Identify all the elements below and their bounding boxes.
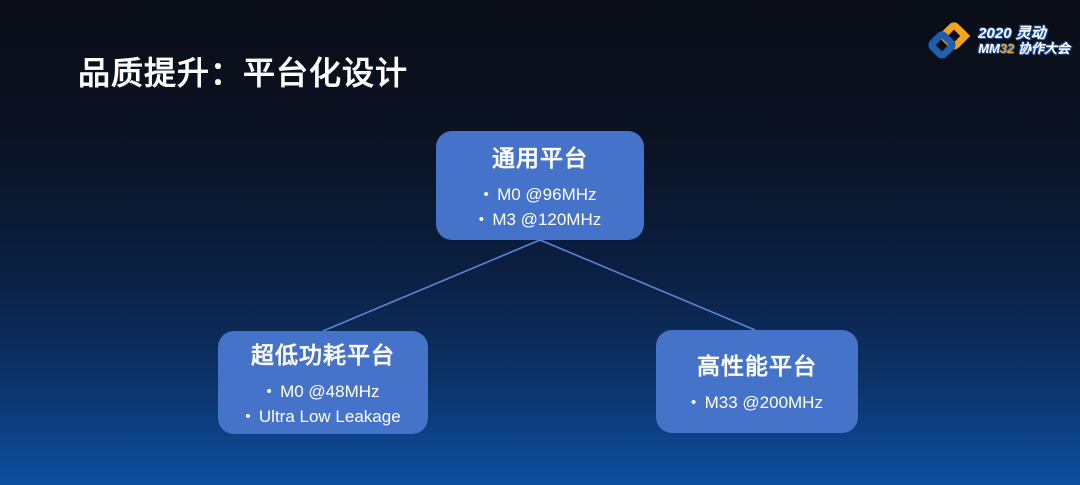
node-general-title: 通用平台 xyxy=(492,144,588,171)
logo-link-orange-overlap xyxy=(957,27,971,45)
logo-32: 32 xyxy=(999,41,1015,57)
logo-text: 2020 灵动 MM32 协作大会 xyxy=(978,25,1070,57)
node-ultra-low-power-bullets: M0 @48MHz Ultra Low Leakage xyxy=(224,380,422,429)
logo-brand: 灵动 xyxy=(1015,24,1046,42)
node-general-platform: 通用平台 M0 @96MHz M3 @120MHz xyxy=(436,131,644,240)
node-high-performance-bullets: M33 @200MHz xyxy=(662,391,852,416)
node-high-performance-platform: 高性能平台 M33 @200MHz xyxy=(656,330,858,433)
logo-event: 协作大会 xyxy=(1017,41,1070,57)
node-ultra-low-power-platform: 超低功耗平台 M0 @48MHz Ultra Low Leakage xyxy=(218,331,428,434)
logo-year: 2020 xyxy=(978,24,1012,42)
node-high-performance-title: 高性能平台 xyxy=(697,353,817,380)
logo-line1: 2020 灵动 xyxy=(978,25,1070,42)
bullet-m0-48mhz: M0 @48MHz xyxy=(224,380,422,405)
edge-general-to-high-performance xyxy=(539,239,756,331)
conference-logo: 2020 灵动 MM32 协作大会 xyxy=(923,20,1070,62)
bullet-m33-200mhz: M33 @200MHz xyxy=(662,391,852,416)
bullet-m0-96mhz: M0 @96MHz xyxy=(442,183,638,208)
node-ultra-low-power-title: 超低功耗平台 xyxy=(251,341,395,368)
slide-title: 品质提升：平台化设计 xyxy=(78,55,409,91)
logo-mm: MM xyxy=(978,41,1000,57)
logo-line2: MM32 协作大会 xyxy=(978,41,1070,57)
bullet-m3-120mhz: M3 @120MHz xyxy=(442,208,638,233)
edge-general-to-ultra-low-power xyxy=(322,239,541,332)
node-general-bullets: M0 @96MHz M3 @120MHz xyxy=(442,183,638,232)
bullet-ultra-low-leakage: Ultra Low Leakage xyxy=(224,405,422,430)
logo-link-blue xyxy=(928,31,956,59)
mm32-logo-icon xyxy=(928,22,971,59)
